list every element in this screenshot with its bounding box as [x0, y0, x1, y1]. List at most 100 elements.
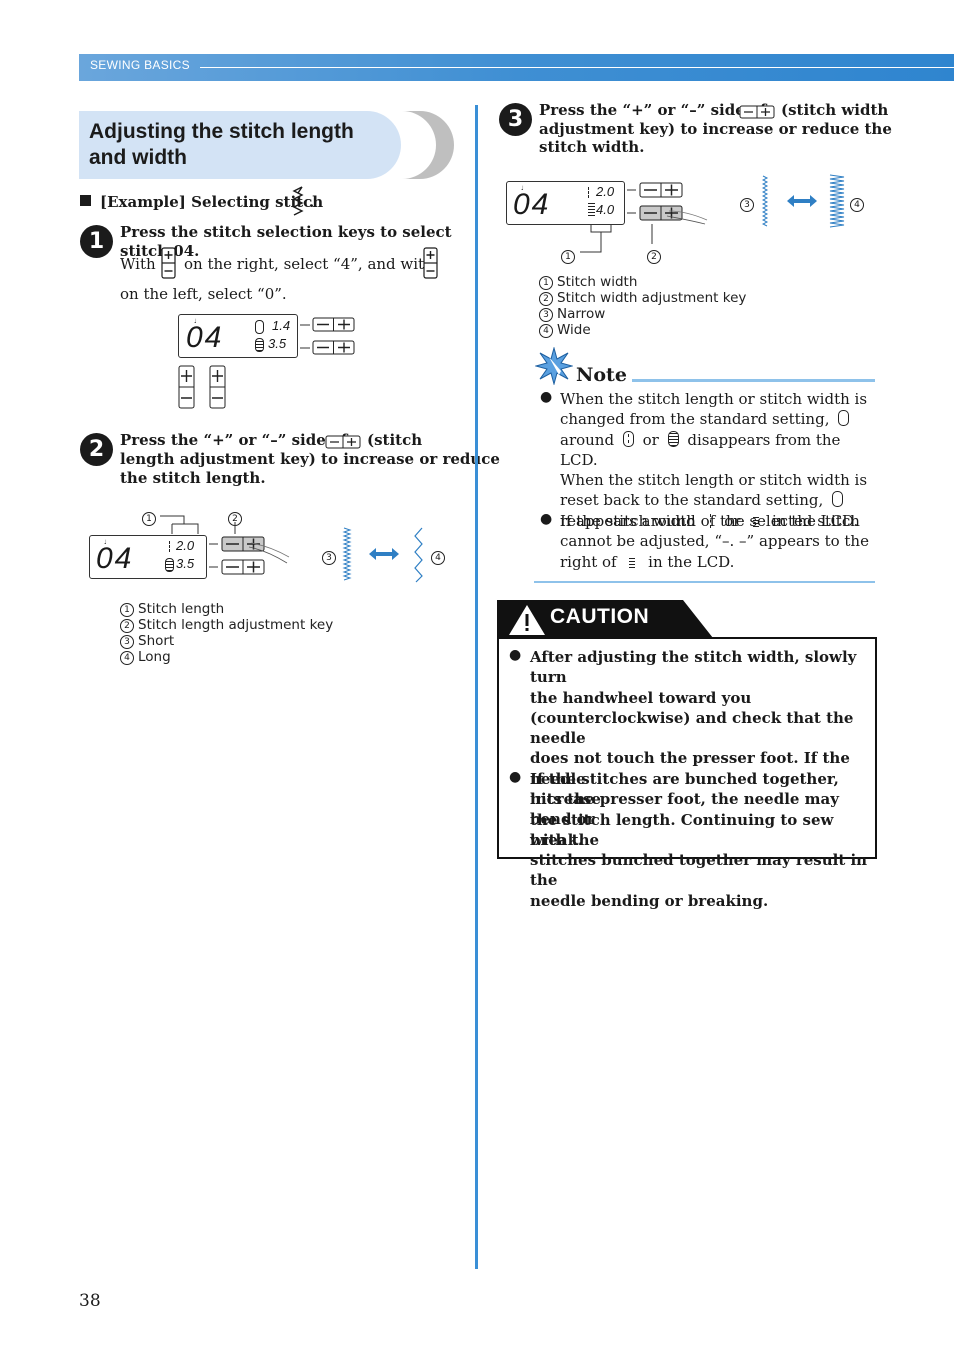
caution-line: hits the presser foot, the needle may be…	[530, 790, 839, 829]
caution-line: If the stitches are bunched together, in…	[530, 770, 839, 809]
stitch-length-icon	[709, 513, 711, 528]
square-bullet	[80, 195, 91, 206]
header-rule	[200, 67, 954, 68]
callout-leaders	[160, 515, 236, 534]
double-arrow-icon	[369, 548, 399, 560]
note-line: If the stitch width of the selected stit…	[560, 512, 860, 530]
note-line: When the stitch length or stitch width i…	[560, 390, 868, 408]
double-arrow-icon	[787, 195, 817, 207]
needle-marker-icon: ♩	[194, 318, 197, 325]
note-line: right of in the LCD.	[560, 552, 735, 571]
vertical-plus-minus-key-icon	[423, 247, 438, 279]
stitch-width-icon	[165, 558, 174, 572]
step-2-heading-d: the stitch length.	[120, 469, 266, 487]
caution-line: does not touch the presser foot. If the …	[530, 749, 850, 788]
stitch-selection-keys	[178, 365, 226, 409]
caution-bullet-1: After adjusting the stitch width, slowly…	[530, 647, 870, 850]
step-1-with: With	[120, 255, 156, 273]
adjustment-keys	[300, 317, 355, 355]
step-2-heading-b: (stitch	[367, 431, 423, 449]
needle-marker-icon: ♩	[521, 185, 524, 192]
step-2-heading-a: Press the “+” or “–” side of	[120, 431, 348, 449]
bullet-icon: ●	[540, 389, 553, 405]
column-divider	[475, 105, 478, 1269]
note-line: cannot be adjusted, “–. –” appears to th…	[560, 532, 869, 551]
wide-stitch-icon	[829, 174, 845, 228]
callout-leaders	[580, 224, 653, 253]
stitch-length-icon	[622, 430, 634, 447]
narrow-stitch-icon	[761, 175, 769, 227]
bullet-icon: ●	[509, 647, 522, 663]
stitch-width-icon	[629, 555, 636, 568]
step-3-number: 3	[499, 103, 532, 136]
standard-setting-icon	[838, 410, 850, 427]
length-adjustment-key-pressed	[209, 536, 290, 575]
lcd-length-value: 2.0	[176, 538, 195, 553]
short-stitch-icon	[342, 527, 352, 581]
note-bullet-1: When the stitch length or stitch width i…	[560, 389, 880, 531]
callout-1: 1	[142, 509, 160, 527]
note-rule	[632, 379, 875, 382]
lcd-length-value: 1.4	[272, 318, 291, 333]
example-label: [Example] Selecting stitch	[100, 193, 324, 211]
lcd-display	[506, 181, 625, 225]
stitch-width-icon	[585, 203, 598, 216]
step-3-heading-b: (stitch width	[781, 101, 889, 119]
zigzag-stitch-icon	[292, 186, 304, 216]
lcd-length-value: 2.0	[596, 184, 615, 199]
caution-title: CAUTION	[550, 605, 650, 628]
note-line: When the stitch length or stitch width i…	[560, 471, 868, 490]
title-box	[79, 111, 401, 179]
note-bottom-rule	[534, 581, 875, 583]
title-line-2: and width	[89, 146, 187, 169]
caution-line: stitches bunched together may result in …	[530, 851, 868, 890]
title-decoration	[402, 111, 454, 179]
needle-marker-icon: ♩	[104, 539, 107, 546]
horizontal-plus-minus-key-icon	[325, 435, 361, 449]
caution-bullet-2: If the stitches are bunched together, in…	[530, 769, 870, 911]
lcd-display	[178, 314, 298, 358]
lcd-display	[89, 535, 207, 579]
step-3-heading-d: stitch width.	[539, 138, 645, 156]
callout-2: 2	[647, 245, 665, 264]
example-period: .	[309, 193, 315, 211]
caution-line: the stitch length. Continuing to sew wit…	[530, 810, 834, 849]
step-2-heading-c: length adjustment key) to increase or re…	[120, 450, 500, 468]
note-bullet-2: If the stitch width of the selected stit…	[560, 511, 880, 572]
page-number: 38	[79, 1291, 101, 1311]
note-title: Note	[576, 364, 627, 386]
long-stitch-icon	[414, 527, 423, 583]
stitch-width-icon	[667, 430, 679, 447]
step-1-heading: Press the stitch selection keys to selec…	[120, 223, 452, 260]
note-line: changed from the standard setting,	[560, 409, 880, 429]
standard-setting-icon	[832, 491, 844, 508]
section-header: SEWING BASICS	[90, 58, 190, 72]
bullet-icon: ●	[509, 769, 522, 785]
step-1-text-end: on the left, select “0”.	[120, 285, 287, 303]
lcd-width-value: 3.5	[268, 336, 287, 351]
note-line: reappears around or in the LCD.	[560, 511, 859, 530]
note-line: around or disappears from the LCD.	[560, 430, 841, 469]
vertical-plus-minus-key-icon	[161, 247, 176, 279]
note-star-icon	[535, 347, 573, 385]
caution-line: break.	[530, 830, 584, 849]
callout-4: 4	[431, 546, 449, 565]
stitch-width-icon	[255, 338, 264, 352]
callout-3: 3	[322, 546, 340, 565]
lcd-width-value: 4.0	[596, 202, 615, 217]
caution-line: needle bending or breaking.	[530, 891, 769, 910]
step-1-number: 1	[80, 225, 113, 258]
stitch-length-icon	[169, 541, 171, 552]
page-title: Adjusting the stitch length and width	[89, 119, 389, 171]
lcd-stitch-number: 04	[186, 321, 224, 354]
title-line-1: Adjusting the stitch length	[89, 120, 354, 143]
